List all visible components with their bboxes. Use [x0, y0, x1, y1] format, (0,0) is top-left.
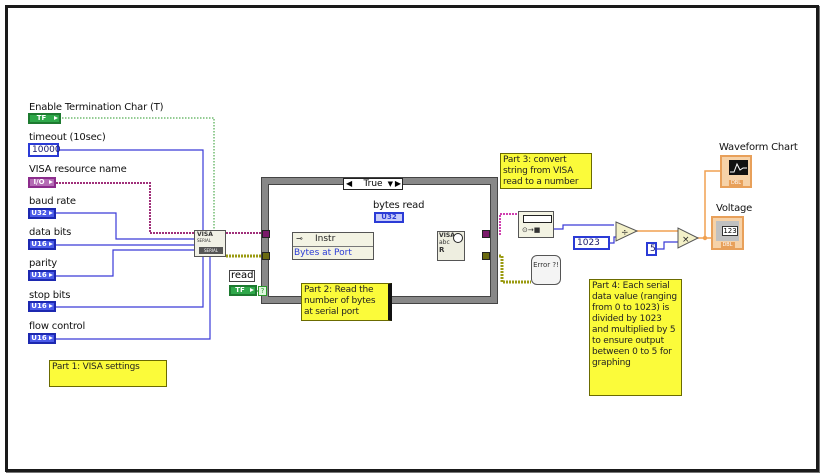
label-baud-rate: baud rate	[29, 196, 76, 207]
tunnel-error-in	[262, 252, 270, 260]
control-parity[interactable]: U16	[28, 270, 56, 281]
wire-junction-output	[702, 235, 708, 241]
divide-symbol: ÷	[621, 228, 629, 238]
property-node-class-label: Instr	[315, 234, 336, 244]
key-icon: ⊸	[296, 234, 303, 243]
scan-arrow-icon: ⊙→■	[522, 226, 541, 234]
chart-trace-icon	[730, 162, 747, 173]
chart-type-label: DBL	[728, 180, 744, 186]
label-voltage: Voltage	[716, 203, 753, 214]
multiply-node[interactable]	[677, 227, 700, 249]
visa-read-line2: abc	[439, 239, 450, 246]
property-bytes-at-port[interactable]: Bytes at Port	[294, 248, 352, 258]
indicator-bytes-read[interactable]: U32	[374, 212, 404, 223]
tunnel-visa-in	[262, 230, 270, 238]
case-selector-terminal[interactable]: ?	[258, 286, 267, 296]
note-part1: Part 1: VISA settings	[49, 360, 167, 387]
wire-parity[interactable]	[56, 249, 194, 277]
label-data-bits: data bits	[29, 227, 72, 238]
visa-config-serial-icon: SERIAL	[199, 247, 223, 254]
label-flow-control: flow control	[29, 321, 86, 332]
property-node-class: ⊸ Instr	[293, 233, 373, 247]
note-part2: Part 2: Read the number of bytes at seri…	[301, 283, 392, 321]
case-prev-icon[interactable]: ◀	[346, 179, 353, 188]
label-timeout: timeout (10sec)	[29, 132, 106, 143]
label-read: read	[229, 270, 255, 282]
label-visa-resource: VISA resource name	[29, 164, 127, 175]
visa-read-line3: R	[439, 246, 445, 254]
label-enable-termination: Enable Termination Char (T)	[29, 102, 164, 113]
error-handler-label: Error ?!	[533, 261, 559, 269]
visa-config-line2: SERIAL	[197, 238, 211, 243]
wire-stop-bits[interactable]	[56, 256, 204, 308]
label-parity: parity	[29, 258, 58, 269]
wire-scan-out[interactable]	[554, 224, 614, 230]
visa-config-line1: VISA	[197, 231, 213, 238]
wire-flow-control[interactable]	[56, 256, 211, 340]
visa-read-line1: VISA	[439, 232, 455, 239]
property-node[interactable]: ⊸ Instr Bytes at Port	[292, 232, 374, 260]
case-next-icon[interactable]: ▶	[394, 179, 401, 188]
control-enable-termination[interactable]: TF	[28, 113, 61, 124]
indicator-waveform-chart[interactable]: DBL	[720, 155, 752, 188]
error-handler-node[interactable]: Error ?!	[531, 255, 561, 285]
wire-timeout[interactable]	[58, 149, 204, 237]
control-baud-rate[interactable]: U32	[28, 208, 56, 219]
visa-read-node[interactable]: VISA abc R	[437, 231, 465, 261]
tunnel-string-out	[482, 230, 490, 238]
control-data-bits[interactable]: U16	[28, 239, 56, 250]
wire-to-chart[interactable]	[704, 170, 721, 238]
wire-visa-resource-in[interactable]	[56, 182, 194, 234]
tunnel-error-out	[482, 252, 490, 260]
control-stop-bits[interactable]: U16	[28, 301, 56, 312]
voltage-display: 123	[722, 226, 738, 236]
multiply-symbol: ×	[682, 235, 690, 245]
voltage-type-label: DBL	[720, 242, 735, 248]
wire-baud[interactable]	[56, 212, 194, 240]
control-visa-resource[interactable]: I/O	[28, 177, 56, 188]
scan-format-icon	[523, 215, 552, 223]
chart-icon	[729, 160, 748, 175]
case-selector[interactable]: ◀ True ▼ ▶	[343, 178, 403, 190]
case-dropdown-icon[interactable]: ▼	[387, 180, 393, 188]
visa-configure-serial-node[interactable]: VISA SERIAL SERIAL	[194, 230, 226, 257]
wire-5[interactable]	[657, 241, 680, 250]
clock-icon	[453, 233, 463, 243]
label-waveform-chart: Waveform Chart	[719, 142, 798, 153]
wire-enable-term[interactable]	[62, 117, 215, 233]
control-read[interactable]: TF	[229, 285, 257, 296]
label-bytes-read: bytes read	[373, 200, 425, 211]
label-stop-bits: stop bits	[29, 290, 71, 301]
divide-node[interactable]	[615, 221, 639, 242]
scan-from-string-node[interactable]: ⊙→■	[518, 211, 554, 238]
case-selector-value: True	[363, 179, 383, 189]
constant-1023[interactable]: 1023	[573, 236, 610, 250]
note-part3: Part 3: convert string from VISA read to…	[500, 153, 592, 189]
constant-5[interactable]: 5	[646, 242, 657, 256]
control-flow-control[interactable]: U16	[28, 333, 56, 344]
indicator-voltage[interactable]: 123 DBL	[711, 216, 744, 250]
note-part4: Part 4: Each serial data value (ranging …	[589, 279, 682, 396]
control-timeout[interactable]: 10000	[28, 143, 61, 157]
